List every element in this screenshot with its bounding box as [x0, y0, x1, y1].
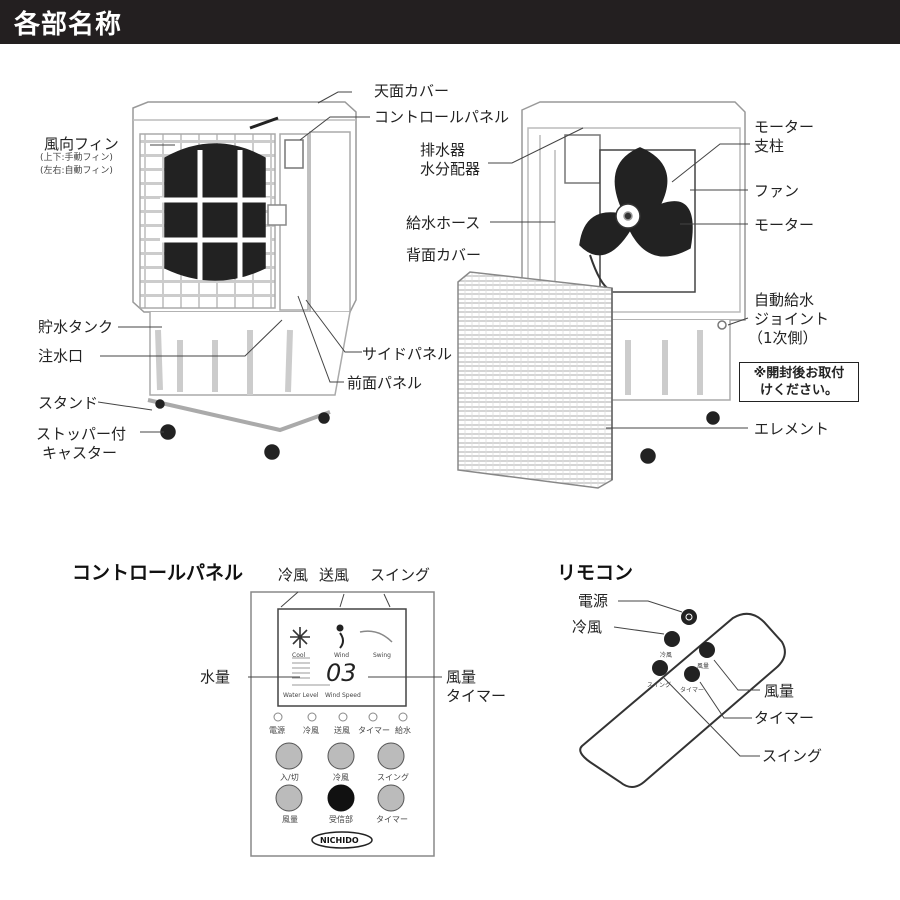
cp-button-power-label[interactable]: 入/切: [280, 772, 299, 783]
display-wind-speed: Wind Speed: [325, 690, 361, 701]
display-digits: 03: [326, 660, 357, 686]
remote-btn-swing-label[interactable]: スイング: [647, 680, 671, 691]
display-water-level: Water Level: [283, 690, 318, 701]
label-drain-2: 水分配器: [420, 160, 480, 178]
back-unit-drawing: [458, 102, 745, 488]
label-motor-support-2: 支柱: [754, 137, 784, 155]
brand-logo: NICHIDO: [320, 835, 359, 846]
display-swing: Swing: [373, 650, 391, 661]
power-icon: [681, 609, 697, 625]
remote-section-title: リモコン: [557, 558, 633, 585]
indicator-water: 給水: [395, 725, 411, 736]
label-joint-1: 自動給水: [754, 291, 814, 309]
label-caster-2: キャスター: [42, 444, 117, 462]
cp-label-timer: タイマー: [446, 687, 506, 705]
cp-label-wind-volume: 風量: [446, 668, 476, 686]
label-joint-3: （1次側）: [748, 329, 818, 347]
label-caster-1: ストッパー付: [36, 425, 126, 443]
cp-receiver-label: 受信部: [329, 814, 353, 825]
label-back-cover: 背面カバー: [406, 246, 481, 264]
notice-line-1: ※開封後お取付: [740, 365, 858, 382]
display-cool: Cool: [292, 650, 305, 661]
remote-btn-timer-label[interactable]: タイマー: [680, 685, 704, 696]
cp-label-cool: 冷風: [278, 566, 308, 584]
label-control-panel: コントロールパネル: [374, 108, 509, 126]
label-louver-note-1: (上下:手動フィン): [40, 153, 113, 164]
front-unit-drawing: [133, 102, 356, 459]
indicator-power: 電源: [269, 725, 285, 736]
cp-button-swing-label[interactable]: スイング: [377, 772, 409, 783]
notice-line-2: けください。: [740, 382, 858, 399]
remote-btn-cool-label[interactable]: 冷風: [660, 650, 672, 661]
label-motor: モーター: [754, 216, 814, 234]
cp-button-cool-label[interactable]: 冷風: [333, 772, 349, 783]
label-drain-1: 排水器: [420, 141, 465, 159]
remote-label-cool: 冷風: [572, 618, 602, 636]
label-louver: 風向フィン: [44, 135, 119, 153]
remote-label-timer: タイマー: [754, 709, 814, 727]
label-tank: 貯水タンク: [38, 318, 113, 336]
label-front-panel: 前面パネル: [347, 374, 422, 392]
indicator-cool: 冷風: [303, 725, 319, 736]
label-fan: ファン: [754, 182, 799, 200]
remote-label-power: 電源: [578, 592, 608, 610]
cp-button-wind-label[interactable]: 風量: [282, 814, 298, 825]
label-inlet: 注水口: [38, 347, 83, 365]
cp-label-wind: 送風: [319, 566, 349, 584]
notice-box: ※開封後お取付 けください。: [739, 362, 859, 402]
remote-btn-wind-label[interactable]: 風量: [697, 661, 709, 672]
indicator-wind: 送風: [334, 725, 350, 736]
cp-label-swing: スイング: [370, 566, 430, 584]
label-element: エレメント: [754, 420, 829, 438]
label-side-panel: サイドパネル: [362, 345, 452, 363]
cp-label-water: 水量: [200, 668, 230, 686]
cp-button-timer-label[interactable]: タイマー: [376, 814, 408, 825]
label-joint-2: ジョイント: [754, 310, 829, 328]
label-louver-note-2: (左右:自動フィン): [40, 166, 113, 177]
control-panel-section-title: コントロールパネル: [72, 558, 243, 585]
label-stand: スタンド: [38, 394, 98, 412]
remote-label-wind: 風量: [764, 682, 794, 700]
label-hose: 給水ホース: [406, 214, 480, 232]
indicator-timer: タイマー: [358, 725, 390, 736]
remote-label-swing: スイング: [762, 747, 822, 765]
label-motor-support-1: モーター: [754, 118, 814, 136]
label-top-cover: 天面カバー: [374, 82, 449, 100]
